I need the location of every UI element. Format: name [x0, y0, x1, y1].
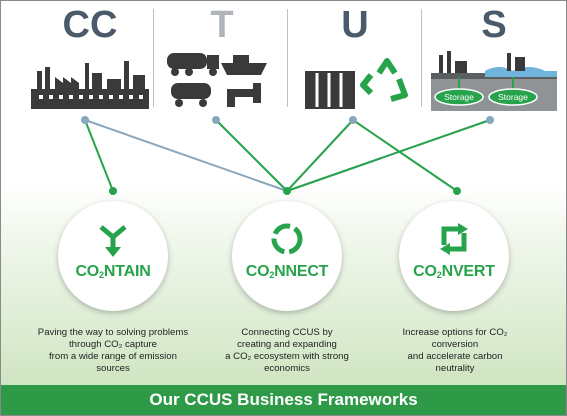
description-line: through CO₂ capture: [69, 339, 157, 350]
description-line: and accelerate carbon: [407, 351, 503, 362]
convert-description: Increase options for CO₂ conversion and …: [375, 327, 535, 375]
connect-ring-icon: [271, 223, 303, 255]
divider: [153, 9, 154, 107]
ccus-letters-row: CC T: [1, 1, 566, 113]
description-line: sources: [96, 363, 130, 374]
letter-s: S: [481, 4, 507, 46]
contain-description: Paving the way to solving problems throu…: [33, 327, 193, 375]
storage-label: Storage: [498, 92, 528, 102]
description-line: conversion: [431, 339, 479, 350]
t-column: T: [157, 1, 287, 113]
convert-cycle-icon: [440, 223, 468, 255]
factory-icon: [31, 61, 149, 109]
letter-u: U: [341, 4, 369, 46]
description-line: a CO₂ ecosystem with strong: [225, 351, 349, 362]
contain-arrows-icon: [99, 225, 127, 257]
description-line: Increase options for CO₂: [402, 327, 508, 338]
description-line: from a wide range of emission: [49, 351, 177, 362]
utilization-icon: [305, 58, 408, 109]
storage-icon: Storage Storage: [431, 51, 557, 111]
description-line: creating and expanding: [237, 339, 337, 350]
letter-cc: CC: [62, 4, 118, 46]
storage-label: Storage: [444, 92, 474, 102]
connection-lines: [81, 116, 494, 195]
transport-icon: [167, 53, 267, 107]
connect-description: Connecting CCUS by creating and expandin…: [207, 327, 367, 375]
u-column: U: [291, 1, 419, 113]
contain-label: CO2NTAIN: [75, 263, 151, 280]
frameworks-banner: Our CCUS Business Frameworks: [1, 385, 566, 415]
divider: [287, 9, 288, 107]
divider: [421, 9, 422, 107]
s-column: S Storage Storage: [429, 1, 559, 113]
convert-circle: CO2NVERT: [399, 201, 509, 311]
letter-t: T: [210, 4, 234, 46]
connect-circle: CO2NNECT: [232, 201, 342, 311]
description-line: neutrality: [435, 363, 475, 374]
description-line: Paving the way to solving problems: [37, 327, 189, 338]
description-line: Connecting CCUS by: [241, 327, 333, 338]
cc-column: CC: [29, 1, 151, 113]
description-line: economics: [264, 363, 310, 374]
connect-label: CO2NNECT: [245, 263, 329, 280]
convert-label: CO2NVERT: [413, 263, 495, 280]
contain-circle: CO2NTAIN: [58, 201, 168, 311]
